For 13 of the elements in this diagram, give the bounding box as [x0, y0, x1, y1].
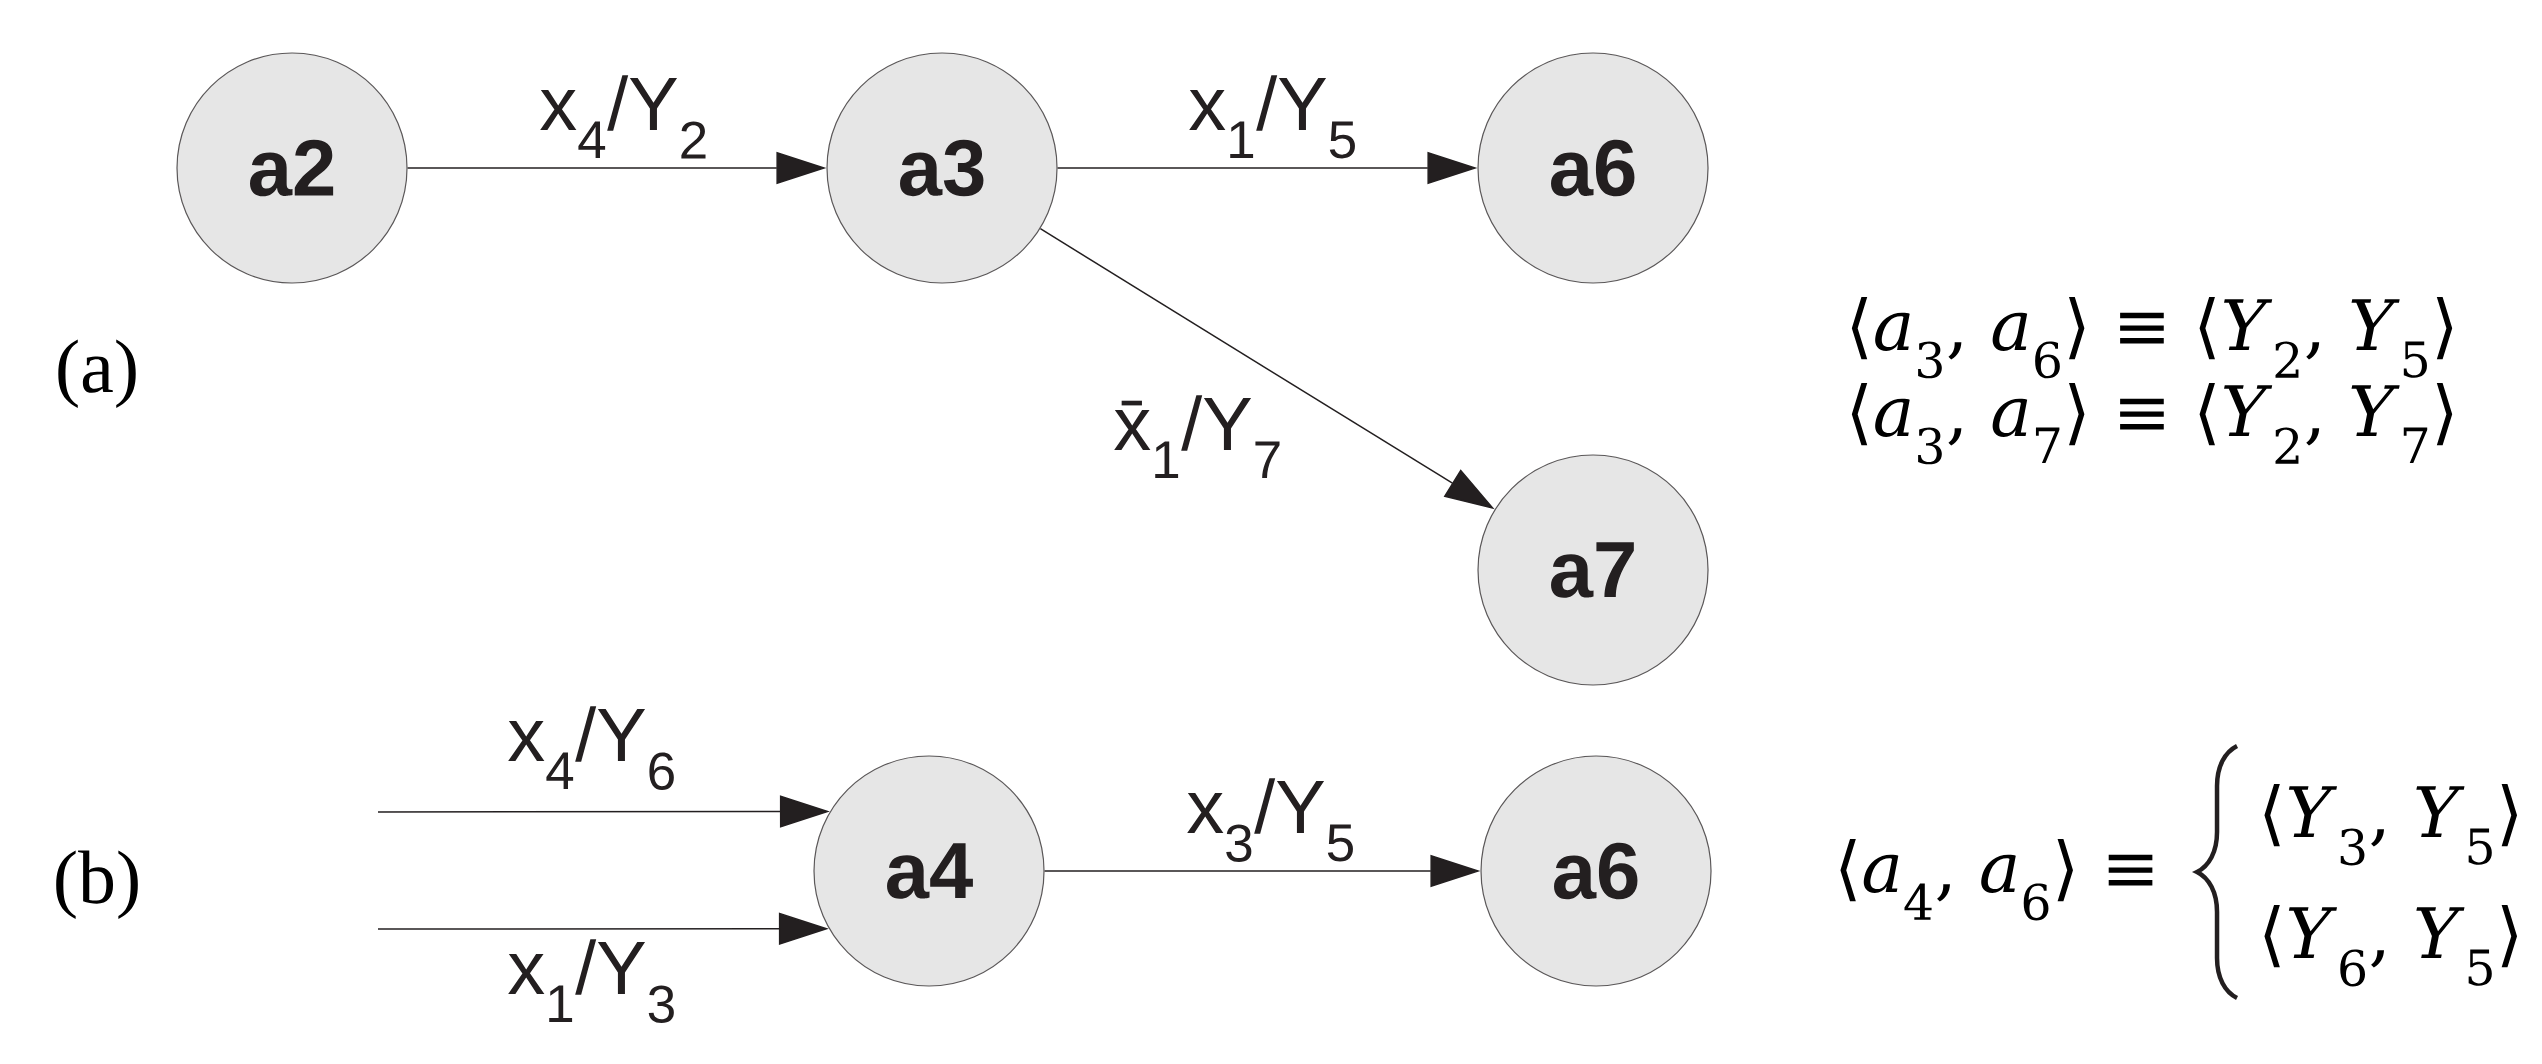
edge-label: x̄$_{1}$/Y$_{7}$	[1112, 394, 1284, 479]
edge-label: x$_{1}$/Y$_{5}$	[1187, 74, 1359, 159]
equation: ⟨a$_{3}$, a$_{6}$⟩ ≡ ⟨Y$_{2}$, Y$_{5}$⟩	[1851, 297, 2453, 379]
panel-label: (a)	[58, 339, 136, 409]
equation: ⟨a$_{4}$, a$_{6}$⟩ ≡	[1840, 839, 2153, 921]
edge-label: x$_{4}$/Y$_{6}$	[506, 705, 678, 791]
edge-label: x$_{3}$/Y$_{5}$	[1185, 777, 1357, 863]
edge-label: x$_{1}$/Y$_{3}$	[506, 938, 678, 1024]
equation: ⟨a$_{3}$, a$_{7}$⟩ ≡ ⟨Y$_{2}$, Y$_{7}$⟩	[1851, 383, 2453, 465]
equation: ⟨Y$_{6}$, Y$_{5}$⟩	[2264, 905, 2518, 987]
equation: ⟨Y$_{3}$, Y$_{5}$⟩	[2264, 784, 2518, 866]
panel-label: (b)	[56, 850, 138, 920]
edge-label: x$_{4}$/Y$_{2}$	[538, 74, 710, 159]
